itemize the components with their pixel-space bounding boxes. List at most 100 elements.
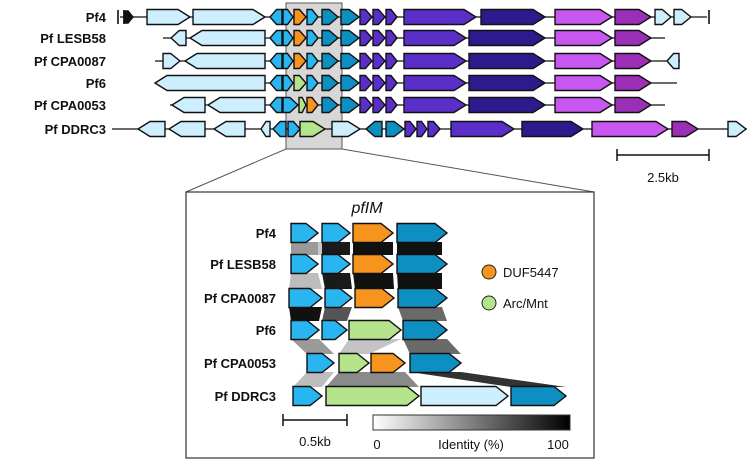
gene-arrow <box>450 120 516 138</box>
gene-arrow <box>292 385 324 407</box>
gene-arrow <box>321 222 352 244</box>
gene-arrow <box>385 74 398 92</box>
gene-arrow <box>614 8 653 26</box>
gene-arrow <box>212 120 246 138</box>
gene-arrow <box>385 52 398 70</box>
gene-arrow <box>321 253 352 275</box>
gene-arrow <box>385 29 398 47</box>
gene-arrow <box>321 52 340 70</box>
identity-band <box>291 339 334 354</box>
gene-arrow <box>282 74 294 92</box>
gene-arrow <box>269 8 283 26</box>
gene-arrow <box>269 52 283 70</box>
gene-arrow <box>206 96 266 114</box>
genome-label: Pf DDRC3 <box>45 122 106 137</box>
gene-arrow <box>293 29 307 47</box>
gene-arrow <box>403 74 468 92</box>
gene-arrow <box>290 222 320 244</box>
identity-band <box>403 339 461 354</box>
gene-arrow <box>614 74 653 92</box>
gene-arrow <box>403 29 468 47</box>
identity-band <box>289 273 322 289</box>
gene-arrow <box>468 29 547 47</box>
genome-label: Pf4 <box>86 10 107 25</box>
gene-arrow <box>403 8 478 26</box>
gene-arrow <box>396 253 449 275</box>
gene-arrow <box>364 120 383 138</box>
gene-arrow <box>282 52 294 70</box>
genome-label: Pf CPA0053 <box>34 98 106 113</box>
gene-arrow <box>306 52 319 70</box>
gene-arrow <box>354 287 396 309</box>
genome-label: Pf6 <box>86 76 106 91</box>
gene-arrow <box>282 96 300 114</box>
gene-arrow <box>162 52 182 70</box>
identity-title: Identity (%) <box>438 437 504 452</box>
gene-arrow <box>372 52 386 70</box>
gene-arrow <box>480 8 547 26</box>
gene-arrow <box>427 120 441 138</box>
gene-arrow <box>306 74 319 92</box>
gene-arrow <box>468 96 547 114</box>
gene-arrow <box>359 8 373 26</box>
gene-arrow <box>727 120 748 138</box>
gene-arrow <box>282 29 294 47</box>
gene-arrow <box>403 96 468 114</box>
gene-arrow <box>321 319 349 341</box>
gene-arrow <box>372 74 386 92</box>
identity-band <box>289 307 322 321</box>
gene-arrow <box>372 8 386 26</box>
legend-label-arc-mnt: Arc/Mnt <box>503 296 548 311</box>
inset-scale-label: 0.5kb <box>299 434 331 449</box>
start-arrow <box>123 10 134 24</box>
legend-swatch-arc-mnt <box>481 295 497 311</box>
gene-arrow <box>340 29 361 47</box>
gene-arrow <box>654 8 673 26</box>
gene-arrow <box>290 253 320 275</box>
legend: DUF5447 Arc/Mnt <box>481 264 559 311</box>
gene-arrow <box>260 120 271 138</box>
gene-arrow <box>673 8 693 26</box>
identity-band <box>339 339 401 354</box>
gene-arrow <box>325 385 421 407</box>
gene-arrow <box>167 120 206 138</box>
gene-arrow <box>188 29 266 47</box>
inset-title: pfIM <box>350 200 383 217</box>
gene-arrow <box>372 29 386 47</box>
gene-arrow <box>338 352 371 374</box>
zoom-line-right <box>341 148 595 193</box>
gene-arrow <box>321 8 340 26</box>
identity-band <box>397 273 442 289</box>
gene-arrow <box>521 120 585 138</box>
gene-arrow <box>170 96 206 114</box>
gene-arrow <box>340 8 361 26</box>
identity-band <box>318 242 322 255</box>
zoom-line-left <box>185 148 287 193</box>
gene-arrow <box>614 52 653 70</box>
gene-arrow <box>402 319 449 341</box>
gene-arrow <box>409 352 463 374</box>
legend-label-duf5447: DUF5447 <box>503 265 559 280</box>
gene-arrow <box>306 352 336 374</box>
gene-arrow <box>359 96 373 114</box>
gene-arrow <box>554 52 614 70</box>
gene-arrow <box>554 29 614 47</box>
gene-arrow <box>554 96 614 114</box>
gene-arrow <box>146 8 192 26</box>
gene-arrow <box>293 74 307 92</box>
identity-band <box>410 372 566 387</box>
gene-arrow <box>269 96 283 114</box>
gene-arrow <box>269 74 283 92</box>
gene-arrow <box>385 120 406 138</box>
inset-genome-label: Pf6 <box>256 323 276 338</box>
identity-band <box>322 307 352 321</box>
identity-band <box>322 273 352 289</box>
identity-colorbar: 0 Identity (%) 100 <box>372 414 571 452</box>
gene-arrow <box>468 74 547 92</box>
gene-arrow <box>298 96 307 114</box>
gene-arrow <box>269 29 283 47</box>
gene-arrow <box>321 29 340 47</box>
gene-arrow <box>420 385 510 407</box>
gene-arrow <box>348 319 403 341</box>
inset-genome-label: Pf CPA0087 <box>204 291 276 306</box>
